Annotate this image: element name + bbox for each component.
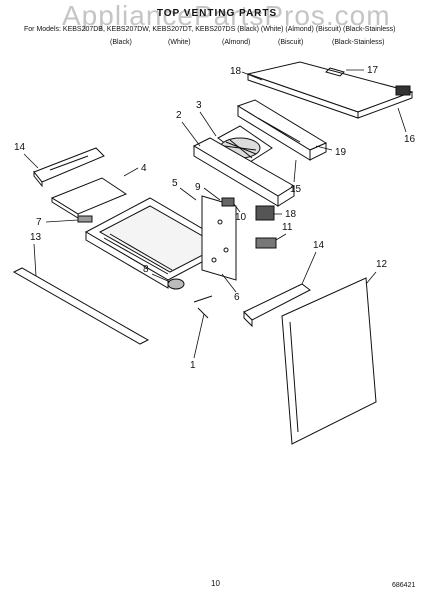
trim-strip [12, 267, 150, 345]
page-header: AppliancePartsPros.com TOP VENTING PARTS… [0, 0, 434, 60]
small-bracket [77, 215, 93, 223]
callout-4: 4 [141, 163, 147, 174]
callout-12: 12 [376, 259, 388, 270]
door-panel [281, 277, 377, 445]
model-list: For Models: KEBS207DB, KEBS207DW, KEBS20… [24, 26, 396, 33]
right-bracket [243, 283, 311, 328]
blower-housing [192, 137, 295, 207]
callout-17: 17 [367, 65, 379, 76]
callout-8: 8 [143, 264, 149, 275]
color-black-stainless: (Black-Stainless) [332, 39, 385, 46]
page-title: TOP VENTING PARTS [156, 8, 278, 19]
switch [221, 197, 235, 207]
left-bracket [33, 147, 105, 188]
terminal-block [255, 237, 277, 249]
callout-16: 16 [404, 134, 416, 145]
color-almond: (Almond) [222, 39, 251, 46]
callout-11: 11 [282, 222, 293, 233]
callout-18: 18 [230, 66, 242, 77]
callout-1: 1 [190, 360, 196, 371]
sensor-clip [167, 278, 185, 290]
callouts: 18 17 16 3 2 19 15 14 4 5 9 18 7 10 11 1… [14, 65, 416, 371]
color-white: (White) [168, 39, 191, 46]
callout-19: 18 [285, 209, 297, 220]
vent-duct [236, 99, 328, 161]
page-number: 10 [211, 579, 220, 588]
callout-14-left: 14 [14, 142, 26, 153]
vent-plate [246, 61, 414, 119]
color-biscuit: (Biscuit) [278, 39, 304, 46]
callout-15: 15 [290, 184, 302, 195]
lower-rod [193, 295, 213, 319]
callout-14-right: 14 [313, 240, 325, 251]
control-panel-side [201, 195, 237, 281]
callout-3: 3 [196, 100, 202, 111]
left-tray [50, 177, 128, 219]
callout-6: 6 [234, 292, 240, 303]
leader-lines [23, 69, 407, 359]
watermark: AppliancePartsPros.com [62, 0, 391, 31]
callout-7: 7 [36, 217, 42, 228]
callout-10: 10 [235, 212, 247, 223]
callout-20: 19 [335, 147, 347, 158]
callout-5: 5 [172, 178, 178, 189]
relay-block [255, 205, 275, 221]
callout-2: 2 [176, 110, 182, 121]
callout-9: 9 [195, 182, 201, 193]
document-code: 686421 [392, 582, 416, 589]
color-black: (Black) [110, 39, 132, 46]
callout-13: 13 [30, 232, 42, 243]
